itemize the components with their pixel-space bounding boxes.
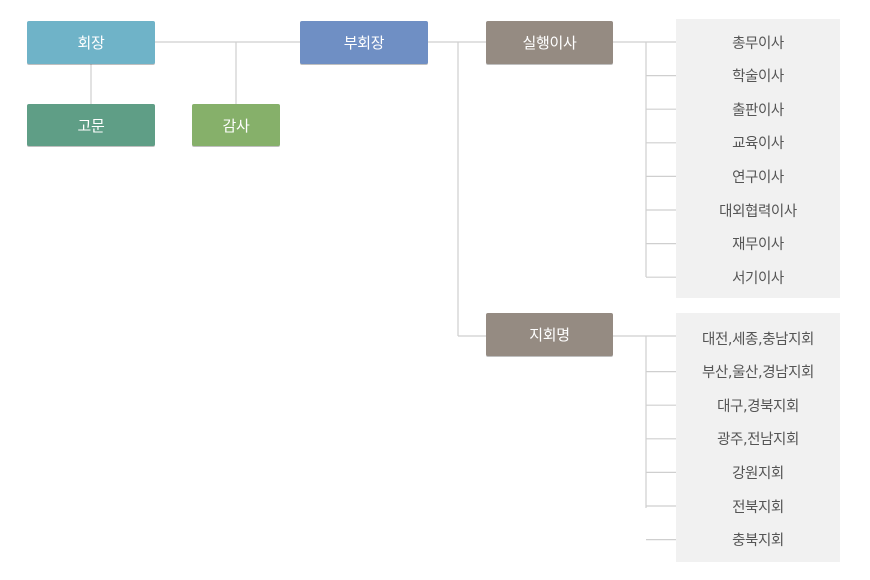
executive-director-item: 총무이사: [732, 35, 784, 52]
branch-item: 전북지회: [732, 499, 784, 516]
advisor-box: 고문: [27, 104, 155, 146]
executive-director-item: 출판이사: [732, 102, 784, 119]
branch-item: 대전,세종,충남지회: [702, 331, 814, 348]
executive-directors-panel: [676, 19, 840, 298]
executive-director-item: 서기이사: [732, 270, 784, 287]
auditor-box: 감사: [192, 104, 280, 146]
executive-director-item: 연구이사: [732, 169, 784, 186]
branch-heads-box: 지회명: [486, 313, 613, 356]
branch-item: 대구,경북지회: [717, 398, 799, 415]
executive-director-item: 학술이사: [732, 69, 784, 86]
branch-item: 부산,울산,경남지회: [702, 365, 814, 382]
executive-director-item: 교육이사: [732, 136, 784, 153]
branch-item: 광주,전남지회: [717, 432, 799, 449]
executive-director-item: 재무이사: [732, 237, 784, 254]
branch-item: 강원지회: [732, 465, 784, 482]
executive-directors-box: 실행이사: [486, 21, 613, 64]
vice-president-box: 부회장: [300, 21, 428, 64]
branch-item: 충북지회: [732, 533, 784, 550]
president-box: 회장: [27, 21, 155, 64]
branches-panel: [676, 313, 840, 562]
executive-director-item: 대외협력이사: [719, 203, 797, 220]
